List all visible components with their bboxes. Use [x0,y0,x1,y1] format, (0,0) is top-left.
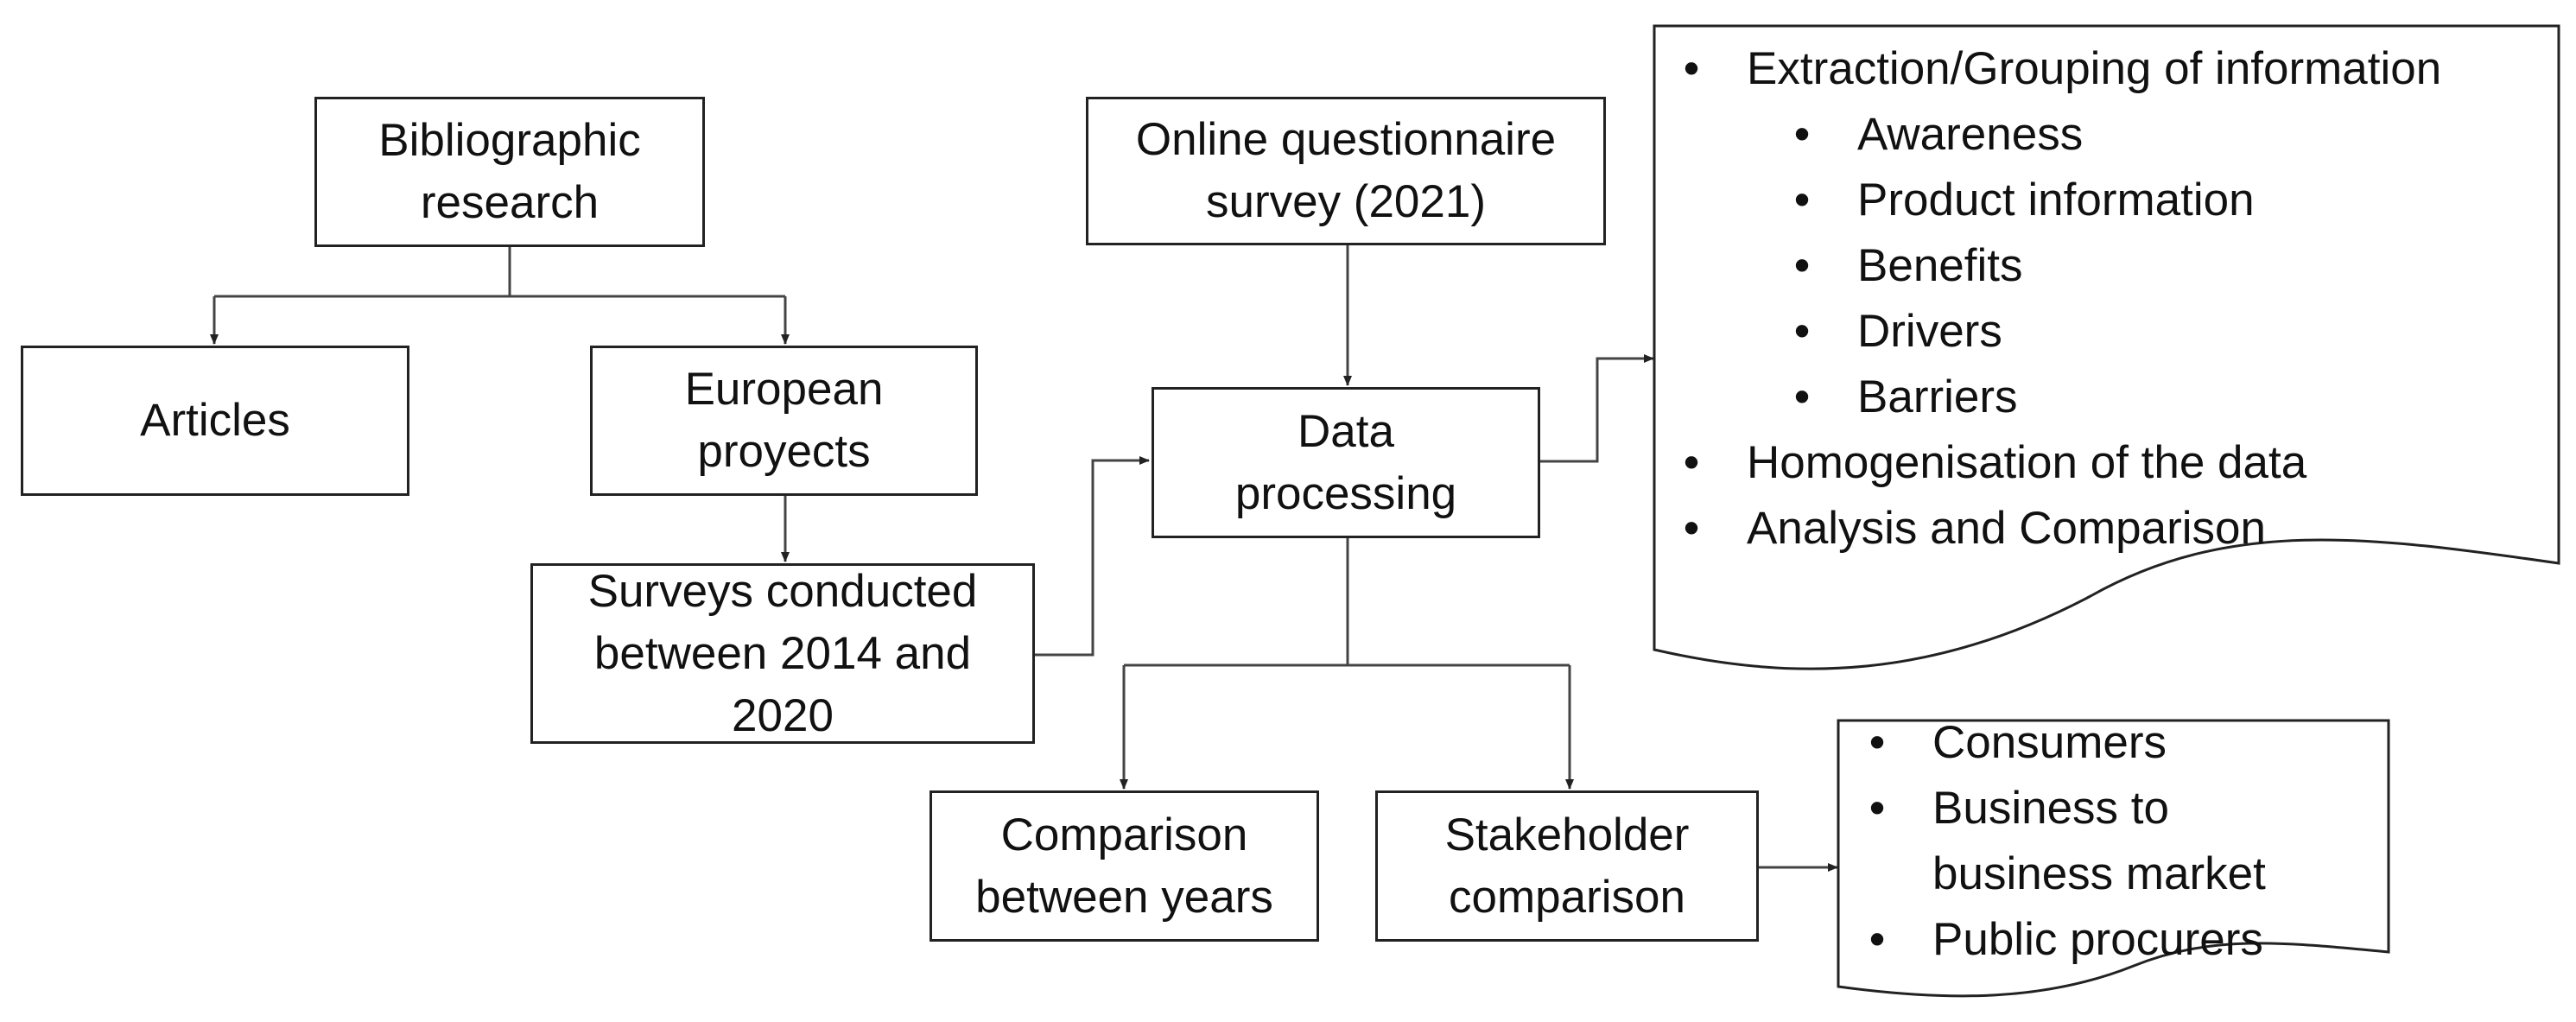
list-item: • Awareness [1794,102,2552,168]
list-item: • Barriers [1794,365,2552,430]
articles-box: Articles [21,346,409,496]
list-item-label: Public procurers [1932,914,2263,965]
connector-processing-to-doc [1540,354,1654,463]
connector-surveys-to-processing [1035,456,1150,657]
doc-shape-stakeholders [1837,719,2390,998]
processing-steps-list: • Extraction/Grouping of information • A… [1684,36,2442,562]
list-item-label: Homogenisation of the data [1747,437,2307,488]
surveys-box: Surveys conducted between 2014 and 2020 [530,563,1035,744]
connector-to-articles [214,295,785,344]
list-item: • Analysis and Comparison [1684,496,2441,562]
doc-shape-main [1653,24,2560,670]
bullet-icon: • [1869,914,1886,965]
list-item-label: Awareness [1857,109,2084,160]
data-processing-box: Data processing [1152,387,1540,538]
list-item: • Extraction/Grouping of information [1684,36,2442,102]
list-item-label: Extraction/Grouping of information [1747,43,2442,94]
articles-label: Articles [140,395,290,446]
list-item-label: Analysis and Comparison [1747,503,2266,554]
bullet-icon: • [1793,306,1811,357]
data-processing-label: Data processing [1234,405,1457,519]
stakeholder-comparison-label: Stakeholder comparison [1444,809,1690,923]
bullet-icon: • [1869,783,1886,834]
bullet-icon: • [1793,109,1811,160]
online-questionnaire-label: Online questionnaire survey (2021) [1135,114,1557,227]
list-item-label: Consumers [1932,717,2167,768]
list-item: • Benefits [1794,233,2552,299]
bullet-icon: • [1793,240,1811,291]
list-item: • Business to business market [1869,776,2295,907]
stakeholder-comparison-box: Stakeholder comparison [1375,790,1759,942]
bullet-icon: • [1683,503,1700,554]
european-projects-box: European proyects [590,346,978,496]
european-projects-label: European proyects [684,364,884,477]
list-item: • Drivers [1794,299,2552,365]
bibliographic-research-label: Bibliographic research [378,115,641,228]
comparison-between-years-label: Comparison between years [975,809,1273,923]
bullet-icon: • [1869,717,1886,768]
list-item: • Consumers [1869,710,2295,776]
bibliographic-research-box: Bibliographic research [314,97,705,247]
list-item: • Public procurers [1869,907,2295,973]
list-item-label: Barriers [1857,371,2018,422]
list-item: • Product information [1794,168,2552,233]
list-item-label: Drivers [1857,306,2002,357]
bullet-icon: • [1793,371,1811,422]
bullet-icon: • [1683,43,1700,94]
comparison-between-years-box: Comparison between years [930,790,1319,942]
bullet-icon: • [1793,175,1811,225]
connector-to-years [1124,663,1570,789]
stakeholder-groups-list: • Consumers • Business to business marke… [1869,710,2295,973]
surveys-label: Surveys conducted between 2014 and 2020 [587,565,978,741]
list-item-label: Benefits [1857,240,2023,291]
list-item: • Homogenisation of the data [1684,430,2441,496]
list-item-label: Business to business market [1932,783,2266,899]
online-questionnaire-box: Online questionnaire survey (2021) [1086,97,1606,245]
bullet-icon: • [1683,437,1700,488]
list-item-label: Product information [1857,175,2255,225]
